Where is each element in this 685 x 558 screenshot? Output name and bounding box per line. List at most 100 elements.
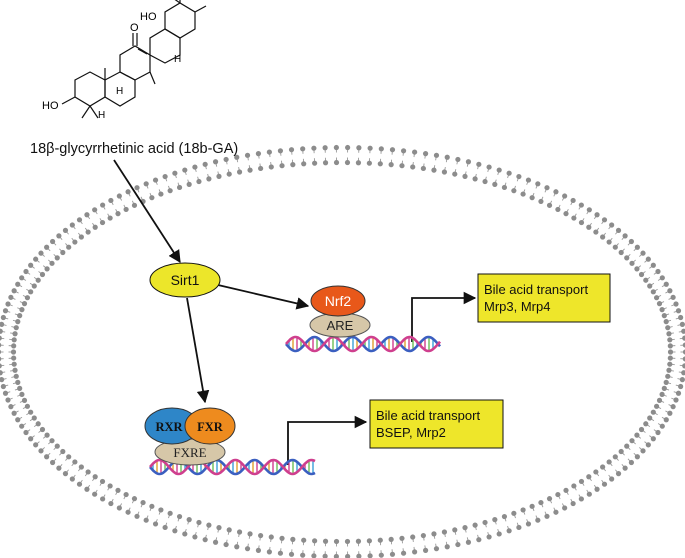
lipid-head [2,390,9,396]
lipid-head [586,207,592,213]
outcome-upper-line1: Bile acid transport [484,282,588,297]
lipid-head [186,181,192,187]
lipid-head [441,529,448,535]
lipid-head [99,219,106,226]
lipid-head [586,491,592,497]
lipid-head [8,404,14,410]
lipid-head [300,552,306,558]
lipid-head [345,553,351,558]
lipid-head [682,363,685,369]
lipid-head [661,313,667,319]
lipid-head [659,307,665,313]
compound-name: 18β-glycyrrhetinic acid (18b-GA) [30,141,238,157]
lipid-head [268,534,274,540]
lipid-head [640,250,646,256]
lipid-head [659,423,665,429]
lipid-head [666,331,672,337]
lipid-head [322,145,328,151]
lipid-head [525,521,532,527]
lipid-head [455,156,461,163]
lipid-head [33,442,39,448]
lipid-head [72,239,78,245]
lipid-head [377,537,383,543]
lipid-head [367,553,373,558]
lipid-head [511,188,517,194]
fxre-node: FXRE [154,438,226,466]
lipid-head [333,553,339,558]
fxr-node: FXR [184,407,236,445]
lipid-head [125,509,131,515]
lipid-head [482,178,488,185]
lipid-head [15,417,21,423]
outcome-upper-line2: Mrp3, Mrp4 [484,299,550,314]
lipid-head [182,531,188,537]
lipid-head [410,164,416,170]
lipid-head [578,478,585,485]
lipid-head [546,496,553,502]
lipid-head [149,503,155,509]
lipid-head [553,509,559,515]
lipid-head [23,429,29,436]
lipid-head [562,505,568,511]
lipid-head [520,191,526,197]
lipid-head [333,144,339,151]
lipid-head [107,215,113,221]
lipid-head [578,202,584,208]
lipid-head [56,233,62,239]
lipid-head [600,234,606,240]
lipid-head [678,383,684,390]
lipid-head [655,268,661,275]
lipid-head [506,170,512,176]
lipid-head [452,171,458,177]
lipid-head [186,517,192,523]
lipid-head [10,349,17,355]
lipid-head [277,550,284,556]
lipid-head [258,165,264,172]
lipid-head [19,391,25,397]
lipid-head [578,219,585,226]
lipid-head [486,534,492,540]
lipid-head [152,521,159,527]
arrow-compound-to-sirt1 [113,159,181,264]
lipid-head [322,538,329,544]
lipid-head [44,244,50,250]
lipid-head [675,390,682,396]
lipid-head [134,513,140,519]
lipid-head [206,522,212,528]
lipid-head [377,161,383,167]
lipid-head [172,528,178,534]
lipid-head [659,391,665,397]
lipid-head [535,181,541,187]
lipid-head [516,524,522,531]
lipid-head [344,159,351,166]
lipid-head [638,271,645,278]
lipid-head [13,373,19,379]
arrow-sirt1-to-fxr [186,297,210,404]
lipid-head [11,337,17,343]
lipid-head [667,337,673,343]
lipid-head [563,487,569,493]
lipid-head [28,262,34,268]
lipid-head [665,373,671,379]
lipid-head [17,313,23,319]
lipid-head [356,553,362,558]
lipid-head [92,224,98,230]
lipid-head [244,152,251,158]
lipid-head [645,256,651,262]
lipid-head [76,481,83,487]
lipid-head [92,491,98,497]
lipid-head [465,159,472,165]
lipid-head [84,212,90,218]
fxr-ellipse [184,407,236,445]
lipid-head [333,538,340,545]
lipid-head [472,176,478,182]
lipid-head [115,211,121,217]
are-label: ARE [327,318,354,333]
lipid-head [0,383,6,390]
lipid-head [681,370,685,376]
outcome-lower-line2: BSEP, Mrp2 [376,425,446,440]
arrow-are-to-transport [411,291,477,342]
lipid-head [412,149,418,155]
lipid-head [666,367,672,373]
lipid-head [202,537,208,543]
